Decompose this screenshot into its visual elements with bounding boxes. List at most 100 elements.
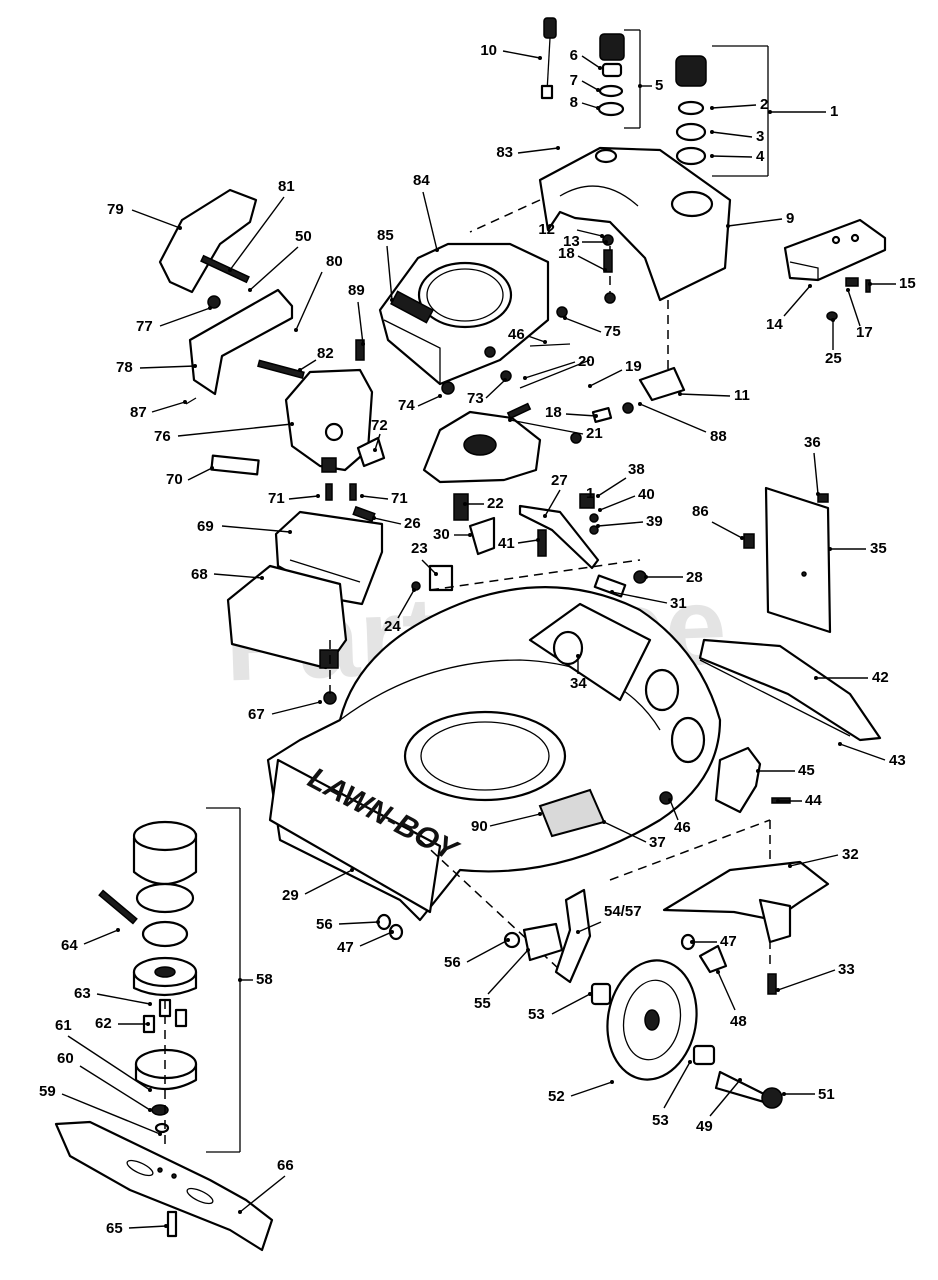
part-number-label: 9 [786,210,794,227]
callout-p18a: 18 [558,245,607,272]
callout-p80: 80 [294,253,343,332]
leader-arrow [116,928,120,932]
part-number-label: 33 [838,961,855,978]
leader-line [374,433,381,451]
leader-line [159,307,211,327]
leader-line [565,413,597,417]
part-number-label: 62 [95,1015,112,1032]
callout-p1b: 1 [586,485,594,502]
part-number-label: 30 [433,526,450,543]
part-number-label: 78 [116,359,133,376]
part-number-label: 52 [548,1088,565,1105]
callout-p32: 32 [788,846,859,868]
callout-p12: 12 [538,221,604,238]
leader-line [789,854,839,867]
part-number-label: 66 [277,1157,294,1174]
part-number-label: 84 [413,172,430,189]
callout-p11: 11 [678,387,750,404]
callout-p76: 76 [154,422,294,445]
part-number-label: 73 [467,390,484,407]
leader-line [386,245,393,301]
part-number-label: 64 [61,937,78,954]
leader-arrow [390,298,394,302]
part-number-label: 58 [256,971,273,988]
part-number-label: 28 [686,569,703,586]
leader-line [679,393,731,397]
leader-arrow [678,392,682,396]
leader-arrow [360,494,364,498]
leader-arrow [376,920,380,924]
callout-p19: 19 [588,358,642,388]
callout-p48: 48 [716,970,747,1030]
leader-line [128,1225,167,1229]
part-number-label: 26 [404,515,421,532]
leader-line [711,521,743,539]
part-number-label: 47 [720,933,737,950]
leader-arrow [610,590,614,594]
leader-line [271,701,321,715]
leader-arrow [756,769,760,773]
callout-p47b: 47 [690,933,737,950]
leader-arrow [808,284,812,288]
callout-p40: 40 [598,486,655,512]
callout-p70: 70 [166,466,214,488]
leader-arrow [828,547,832,551]
callout-p44: 44 [776,792,822,809]
leader-arrow [148,1108,152,1112]
leader-line [485,379,506,399]
leader-arrow [710,154,714,158]
part-number-label: 77 [136,318,153,335]
callout-p58: 58 [238,971,273,988]
callout-p77: 77 [136,306,212,335]
leader-arrow [193,364,197,368]
callout-p50: 50 [248,228,312,292]
leader-line [517,147,559,154]
leader-line [466,939,509,963]
leader-arrow [316,494,320,498]
air-filter [210,368,386,476]
leader-arrow [576,654,580,658]
leader-line [151,401,186,413]
leader-line [131,209,181,229]
callout-p59: 59 [39,1083,162,1136]
callout-p29: 29 [282,868,354,904]
part-number-label: 22 [487,495,504,512]
part-number-label: 53 [652,1112,669,1129]
part-number-label: 41 [498,535,515,552]
part-number-label: 18 [545,404,562,421]
leader-line [221,525,291,533]
leader-arrow [248,288,252,292]
part-number-label: 83 [496,144,513,161]
callout-p75: 75 [563,316,621,340]
callout-p20: 20 [523,353,595,380]
leader-arrow [602,820,606,824]
callout-p71a: 71 [268,490,320,507]
part-number-label: 63 [74,985,91,1002]
leader-line [229,196,285,271]
leader-line [813,452,819,495]
mower-blade [54,1120,274,1252]
part-number-label: 37 [649,834,666,851]
part-number-label: 45 [798,762,815,779]
leader-line [576,229,603,237]
leader-line [304,869,353,895]
leader-arrow [208,306,212,310]
leader-line [577,921,602,933]
part-number-label: 1 [586,485,594,502]
part-number-label: 27 [551,472,568,489]
callout-p88: 88 [638,402,727,445]
part-number-label: 1 [830,103,838,120]
callout-p3: 3 [710,128,764,145]
callout-p27: 27 [543,472,568,518]
leader-arrow [738,1078,742,1082]
callout-p46: 46 [508,326,547,344]
part-number-label: 72 [371,417,388,434]
leader-line [139,365,196,369]
part-number-label: 86 [692,503,709,520]
part-number-label: 25 [825,350,842,367]
leader-line [669,799,679,821]
part-number-label: 70 [166,471,183,488]
leader-arrow [158,1132,162,1136]
part-number-label: 14 [766,316,783,333]
part-number-label: 48 [730,1013,747,1030]
